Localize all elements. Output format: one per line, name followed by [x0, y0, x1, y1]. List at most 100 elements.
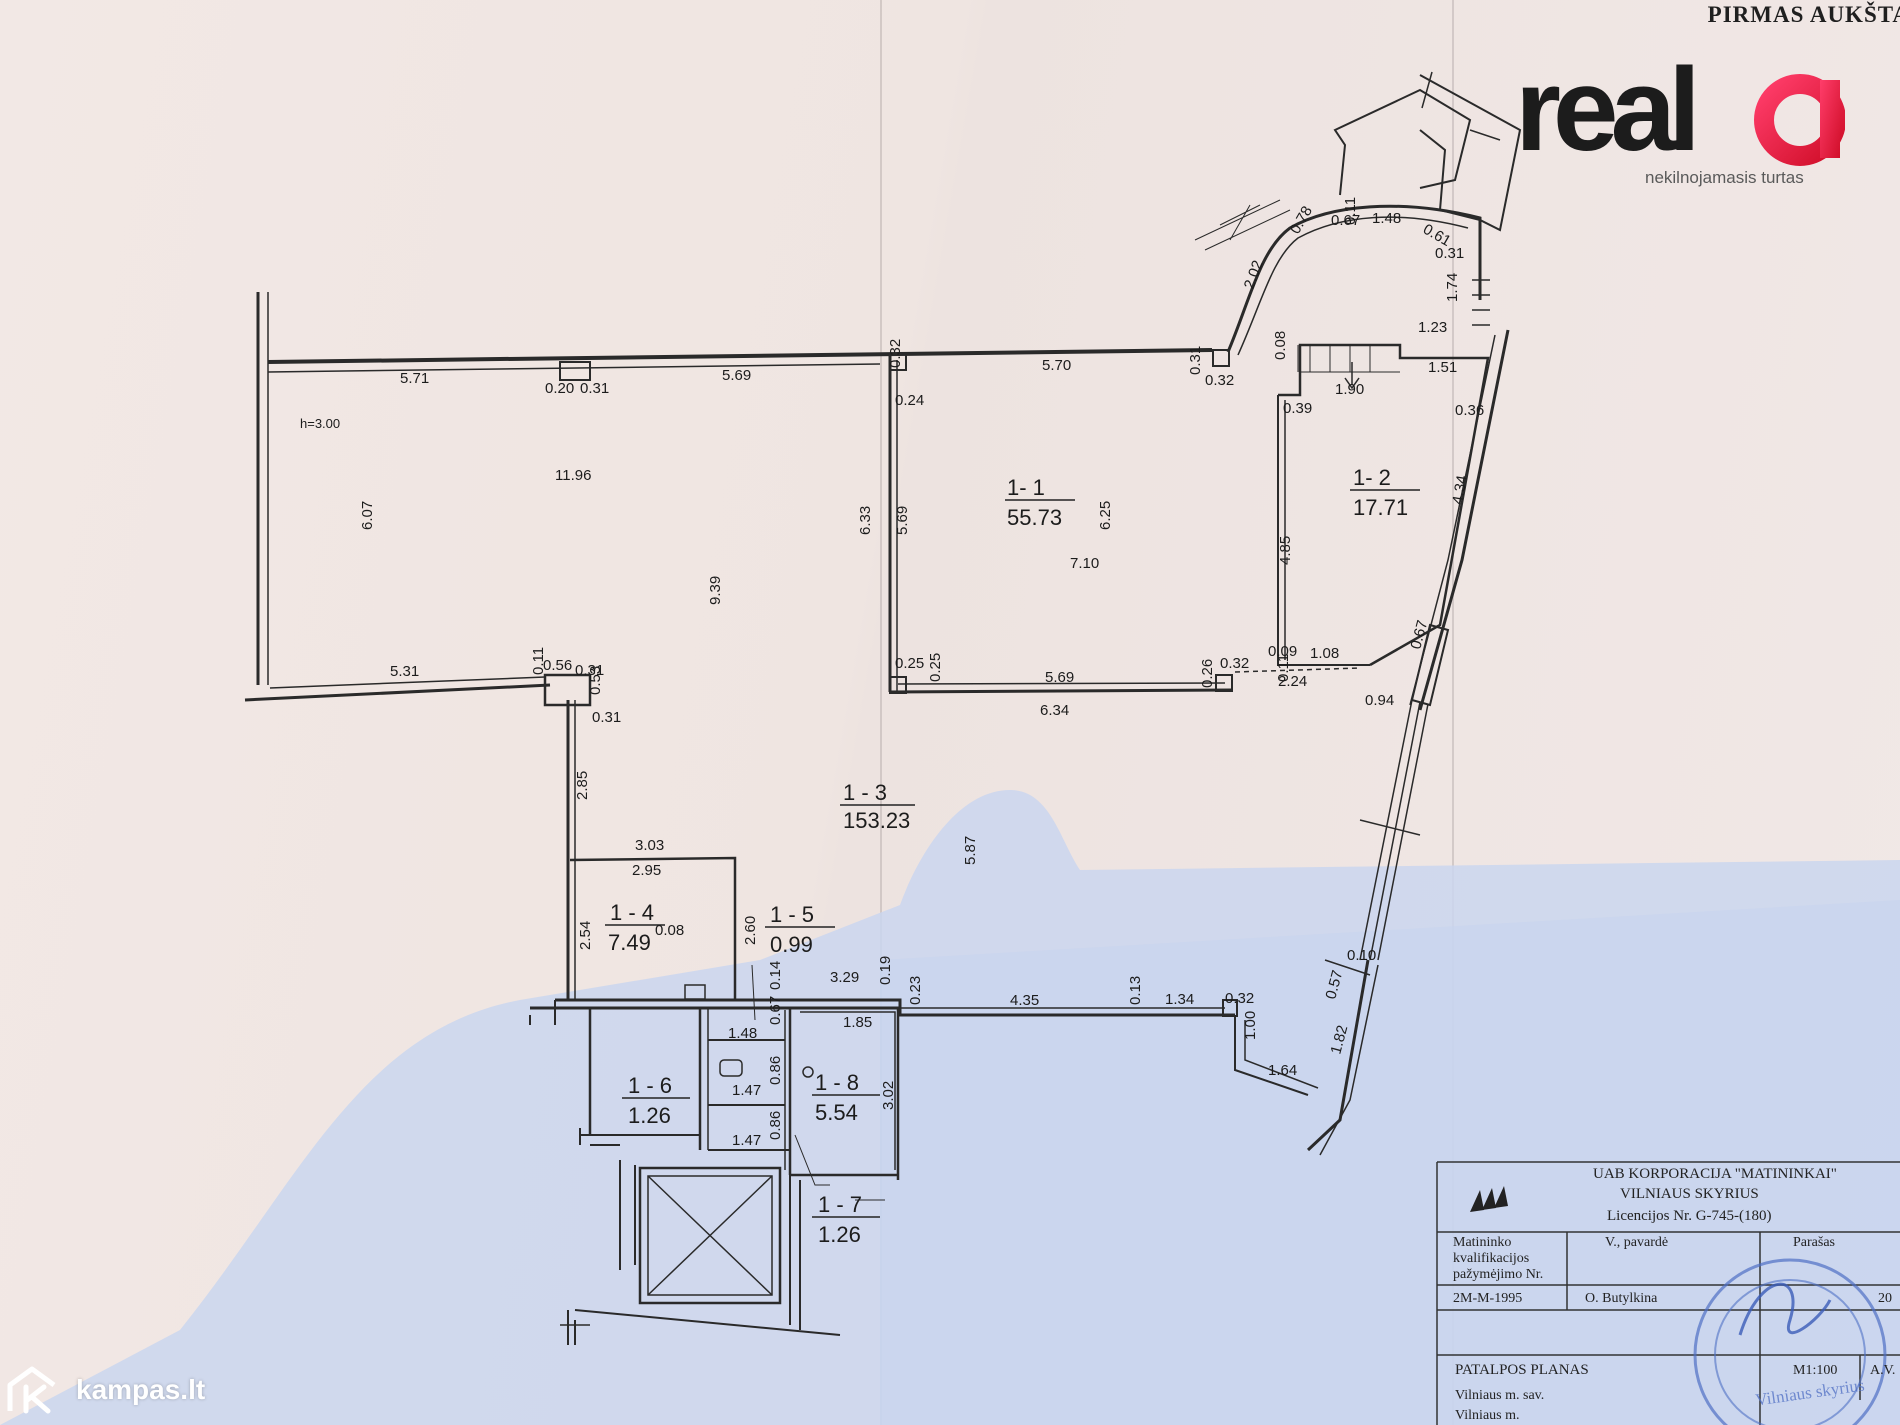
dimension-label: 0.09: [1268, 643, 1297, 660]
dimension-label: 5.71: [400, 370, 429, 387]
dimension-label: 0.08: [655, 922, 684, 939]
svg-text:real: real: [1515, 44, 1693, 170]
room-area: 153.23: [843, 808, 910, 833]
dimension-label: 6.25: [1097, 501, 1114, 530]
ceiling-height: h=3.00: [300, 416, 340, 431]
dimension-label: 5.69: [1045, 669, 1074, 686]
dimension-label: 1.34: [1165, 991, 1194, 1008]
dimension-label: 1.47: [732, 1132, 761, 1149]
dimension-label: 1.85: [843, 1014, 872, 1031]
surveyor-company: UAB KORPORACIJA "MATININKAI": [1593, 1166, 1837, 1182]
dimension-label: 0.32: [887, 339, 904, 368]
dimension-label: 0.53: [587, 666, 604, 695]
dimension-label: 5.31: [390, 663, 419, 680]
dimension-label: 1.48: [1372, 210, 1401, 227]
room-area: 5.54: [815, 1100, 858, 1125]
dimension-label: 0.86: [767, 1111, 784, 1140]
dimension-label: 2.60: [742, 916, 759, 945]
dimension-label: 0.67: [1407, 618, 1431, 651]
dimension-label: 3.02: [880, 1081, 897, 1110]
reala-logo-icon: real: [1515, 44, 1846, 176]
dimension-label: 4.34: [1449, 474, 1471, 506]
qualification-label: Matininko kvalifikacijos pažymėjimo Nr.: [1453, 1235, 1544, 1282]
brand-logo: real nekilnojamasis turtas: [1515, 40, 1846, 190]
dimension-label: 5.70: [1042, 357, 1071, 374]
dimension-label: 1.51: [1428, 359, 1457, 376]
room-id: 1 - 6: [628, 1073, 672, 1098]
dimension-label: 0.11: [530, 647, 547, 675]
dimension-label: 6.07: [359, 501, 376, 530]
dimension-label: 0.67: [1331, 212, 1360, 229]
dimension-label: 0.13: [1127, 976, 1144, 1005]
dimension-label: 6.34: [1040, 702, 1069, 719]
signature-label: Parašas: [1793, 1235, 1835, 1250]
kampas-watermark: kampas.lt: [4, 1365, 205, 1415]
room-id: 1 - 7: [818, 1192, 862, 1217]
room-area: 17.71: [1353, 495, 1408, 520]
dimension-label: 4.85: [1277, 536, 1294, 565]
dimension-label: 2.54: [577, 921, 594, 950]
room-area: 55.73: [1007, 505, 1062, 530]
room-id: 1- 1: [1007, 475, 1045, 500]
room-id: 1- 2: [1353, 465, 1391, 490]
dimension-label: 2.85: [574, 771, 591, 800]
room-id: 1 - 3: [843, 780, 887, 805]
logo-tagline: nekilnojamasis turtas: [1645, 168, 1804, 187]
room-labels: 1- 1 55.73 1- 2 17.71 1 - 3 153.23 1 - 4…: [605, 465, 1420, 1247]
room-area: 1.26: [628, 1103, 671, 1128]
year: 20: [1878, 1291, 1892, 1306]
surveyor-name: O. Butylkina: [1585, 1291, 1658, 1306]
dimension-label: 0.24: [895, 392, 924, 409]
dimension-label: 0.94: [1365, 692, 1394, 709]
dimension-label: 0.08: [1272, 331, 1289, 360]
dimension-label: 1.82: [1327, 1023, 1351, 1056]
dimension-label: 0.31: [1435, 245, 1464, 262]
dimension-label: 5.69: [722, 367, 751, 384]
dimension-label: 0.25: [895, 655, 924, 672]
dimension-label: 5.87: [962, 836, 979, 865]
plan-label: PATALPOS PLANAS: [1455, 1362, 1589, 1378]
license-number: Licencijos Nr. G-745-(180): [1607, 1208, 1772, 1224]
room-area: 1.26: [818, 1222, 861, 1247]
city: Vilniaus m.: [1455, 1408, 1520, 1423]
room-area: 7.49: [608, 930, 651, 955]
dimension-label: 0.36: [1455, 402, 1484, 419]
certificate-number: 2M-M-1995: [1453, 1291, 1523, 1306]
dimension-label: 0.57: [1322, 968, 1346, 1001]
dimension-label: 5.69: [894, 506, 911, 535]
name-label: V., pavardė: [1605, 1235, 1669, 1250]
dimension-label: 0.23: [907, 976, 924, 1005]
dimension-label: 11.96: [555, 467, 591, 484]
dimension-label: 0.86: [767, 1056, 784, 1085]
dimension-label: 4.35: [1010, 992, 1039, 1009]
dimension-label: 1.08: [1310, 645, 1339, 662]
dimension-label: 0.32: [1220, 655, 1249, 672]
dimension-label: 1.23: [1418, 319, 1447, 336]
dimension-label: 6.33: [857, 506, 874, 535]
dimension-label: 1.00: [1242, 1011, 1259, 1040]
scale: M1:100: [1793, 1363, 1838, 1378]
dimension-label: 0.39: [1283, 400, 1312, 417]
room-id: 1 - 8: [815, 1070, 859, 1095]
dimension-label: 1.74: [1444, 273, 1461, 302]
house-k-icon: [7, 1366, 56, 1414]
dimension-label: 2.24: [1278, 673, 1307, 690]
dimension-label: 0.31: [575, 662, 604, 679]
dimension-label: 0.10: [1347, 947, 1376, 964]
dimension-label: 0.19: [877, 956, 894, 985]
dimension-label: 0.11: [1342, 197, 1359, 225]
dimension-label: 1.90: [1335, 381, 1364, 398]
page-title: PIRMAS AUKŠTA: [1707, 2, 1900, 27]
dimension-label: 0.31: [1187, 346, 1204, 375]
dimension-label: 0.11: [1275, 654, 1292, 682]
dimension-label: 0.14: [767, 961, 784, 990]
room-id: 1 - 4: [610, 900, 654, 925]
dimension-label: 1.48: [728, 1025, 757, 1042]
sheet-label: A.V.: [1870, 1363, 1896, 1378]
dimension-label: 1.64: [1268, 1062, 1297, 1079]
dimension-label: 0.31: [580, 380, 609, 397]
dimension-label: 0.67: [767, 996, 784, 1025]
